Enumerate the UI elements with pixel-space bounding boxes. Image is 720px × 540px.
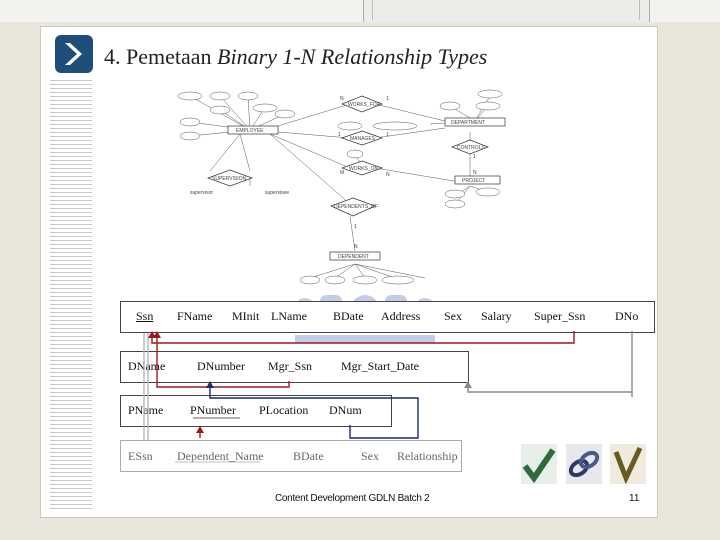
project-dnum: DNum: [329, 403, 362, 418]
svg-text:1: 1: [386, 96, 389, 102]
decorative-stripes: [50, 80, 92, 510]
department-mgr-ssn: Mgr_Ssn: [268, 359, 312, 374]
link-icon: [566, 444, 602, 484]
employee-ssn: Ssn: [136, 309, 153, 324]
svg-text:N: N: [340, 96, 344, 102]
svg-text:1: 1: [338, 132, 341, 138]
project-plocation: PLocation: [259, 403, 308, 418]
arrow-logo-icon: [55, 35, 93, 73]
project-pname: PName: [128, 403, 163, 418]
page-number: 11: [629, 493, 639, 504]
svg-text:M: M: [340, 170, 344, 176]
svg-text:CONTROLS: CONTROLS: [457, 145, 485, 151]
employee-lname: LName: [271, 309, 307, 324]
employee-dno: DNo: [615, 309, 638, 324]
svg-text:N: N: [354, 244, 358, 250]
v-check-icon: [610, 444, 646, 484]
dependent-bdate: BDate: [293, 449, 324, 464]
checkmark-icon: [521, 444, 557, 484]
svg-text:WORKS_FOR: WORKS_FOR: [348, 102, 381, 108]
dependent-essn: ESsn: [128, 449, 153, 464]
svg-text:MANAGES: MANAGES: [350, 136, 376, 142]
title-italic: Binary 1-N Relationship Types: [217, 44, 487, 69]
svg-text:supervisee: supervisee: [265, 190, 289, 196]
title-prefix: 4. Pemetaan: [104, 44, 217, 69]
department-dnumber: DNumber: [197, 359, 245, 374]
project-pnumber: PNumber: [190, 403, 236, 418]
svg-text:N: N: [473, 170, 477, 176]
top-tab-inner: [372, 0, 640, 20]
employee-sex: Sex: [444, 309, 462, 324]
department-mgr-start-date: Mgr_Start_Date: [341, 359, 419, 374]
svg-text:SUPERVISION: SUPERVISION: [212, 176, 246, 182]
svg-text:DEPENDENT: DEPENDENT: [338, 254, 369, 260]
employee-salary: Salary: [481, 309, 512, 324]
employee-bdate: BDate: [333, 309, 364, 324]
svg-text:1: 1: [354, 224, 357, 230]
employee-minit: MInit: [232, 309, 259, 324]
employee-super-ssn: Super_Ssn: [534, 309, 585, 324]
svg-text:DEPARTMENT: DEPARTMENT: [451, 120, 485, 126]
svg-text:1: 1: [473, 154, 476, 160]
employee-fname: FName: [177, 309, 212, 324]
employee-address: Address: [381, 309, 420, 324]
dependent-relationship: Relationship: [397, 449, 458, 464]
svg-text:PROJECT: PROJECT: [462, 178, 485, 184]
er-diagram: EMPLOYEE DEPARTMENT PROJECT DEPENDENT WORK…: [170, 86, 520, 296]
dependent-dependent-name: Dependent_Name: [177, 449, 264, 464]
svg-text:supervisor: supervisor: [190, 190, 213, 196]
dependent-sex: Sex: [361, 449, 379, 464]
svg-text:DEPENDENTS_OF: DEPENDENTS_OF: [334, 204, 378, 210]
slide-title: 4. Pemetaan Binary 1-N Relationship Type…: [104, 44, 487, 70]
department-dname: DName: [128, 359, 165, 374]
svg-text:EMPLOYEE: EMPLOYEE: [236, 128, 264, 134]
svg-text:1: 1: [386, 132, 389, 138]
svg-text:WORKS_ON: WORKS_ON: [349, 166, 379, 172]
svg-text:N: N: [386, 172, 390, 178]
slide-footer: Content Development GDLN Batch 2: [275, 493, 429, 504]
